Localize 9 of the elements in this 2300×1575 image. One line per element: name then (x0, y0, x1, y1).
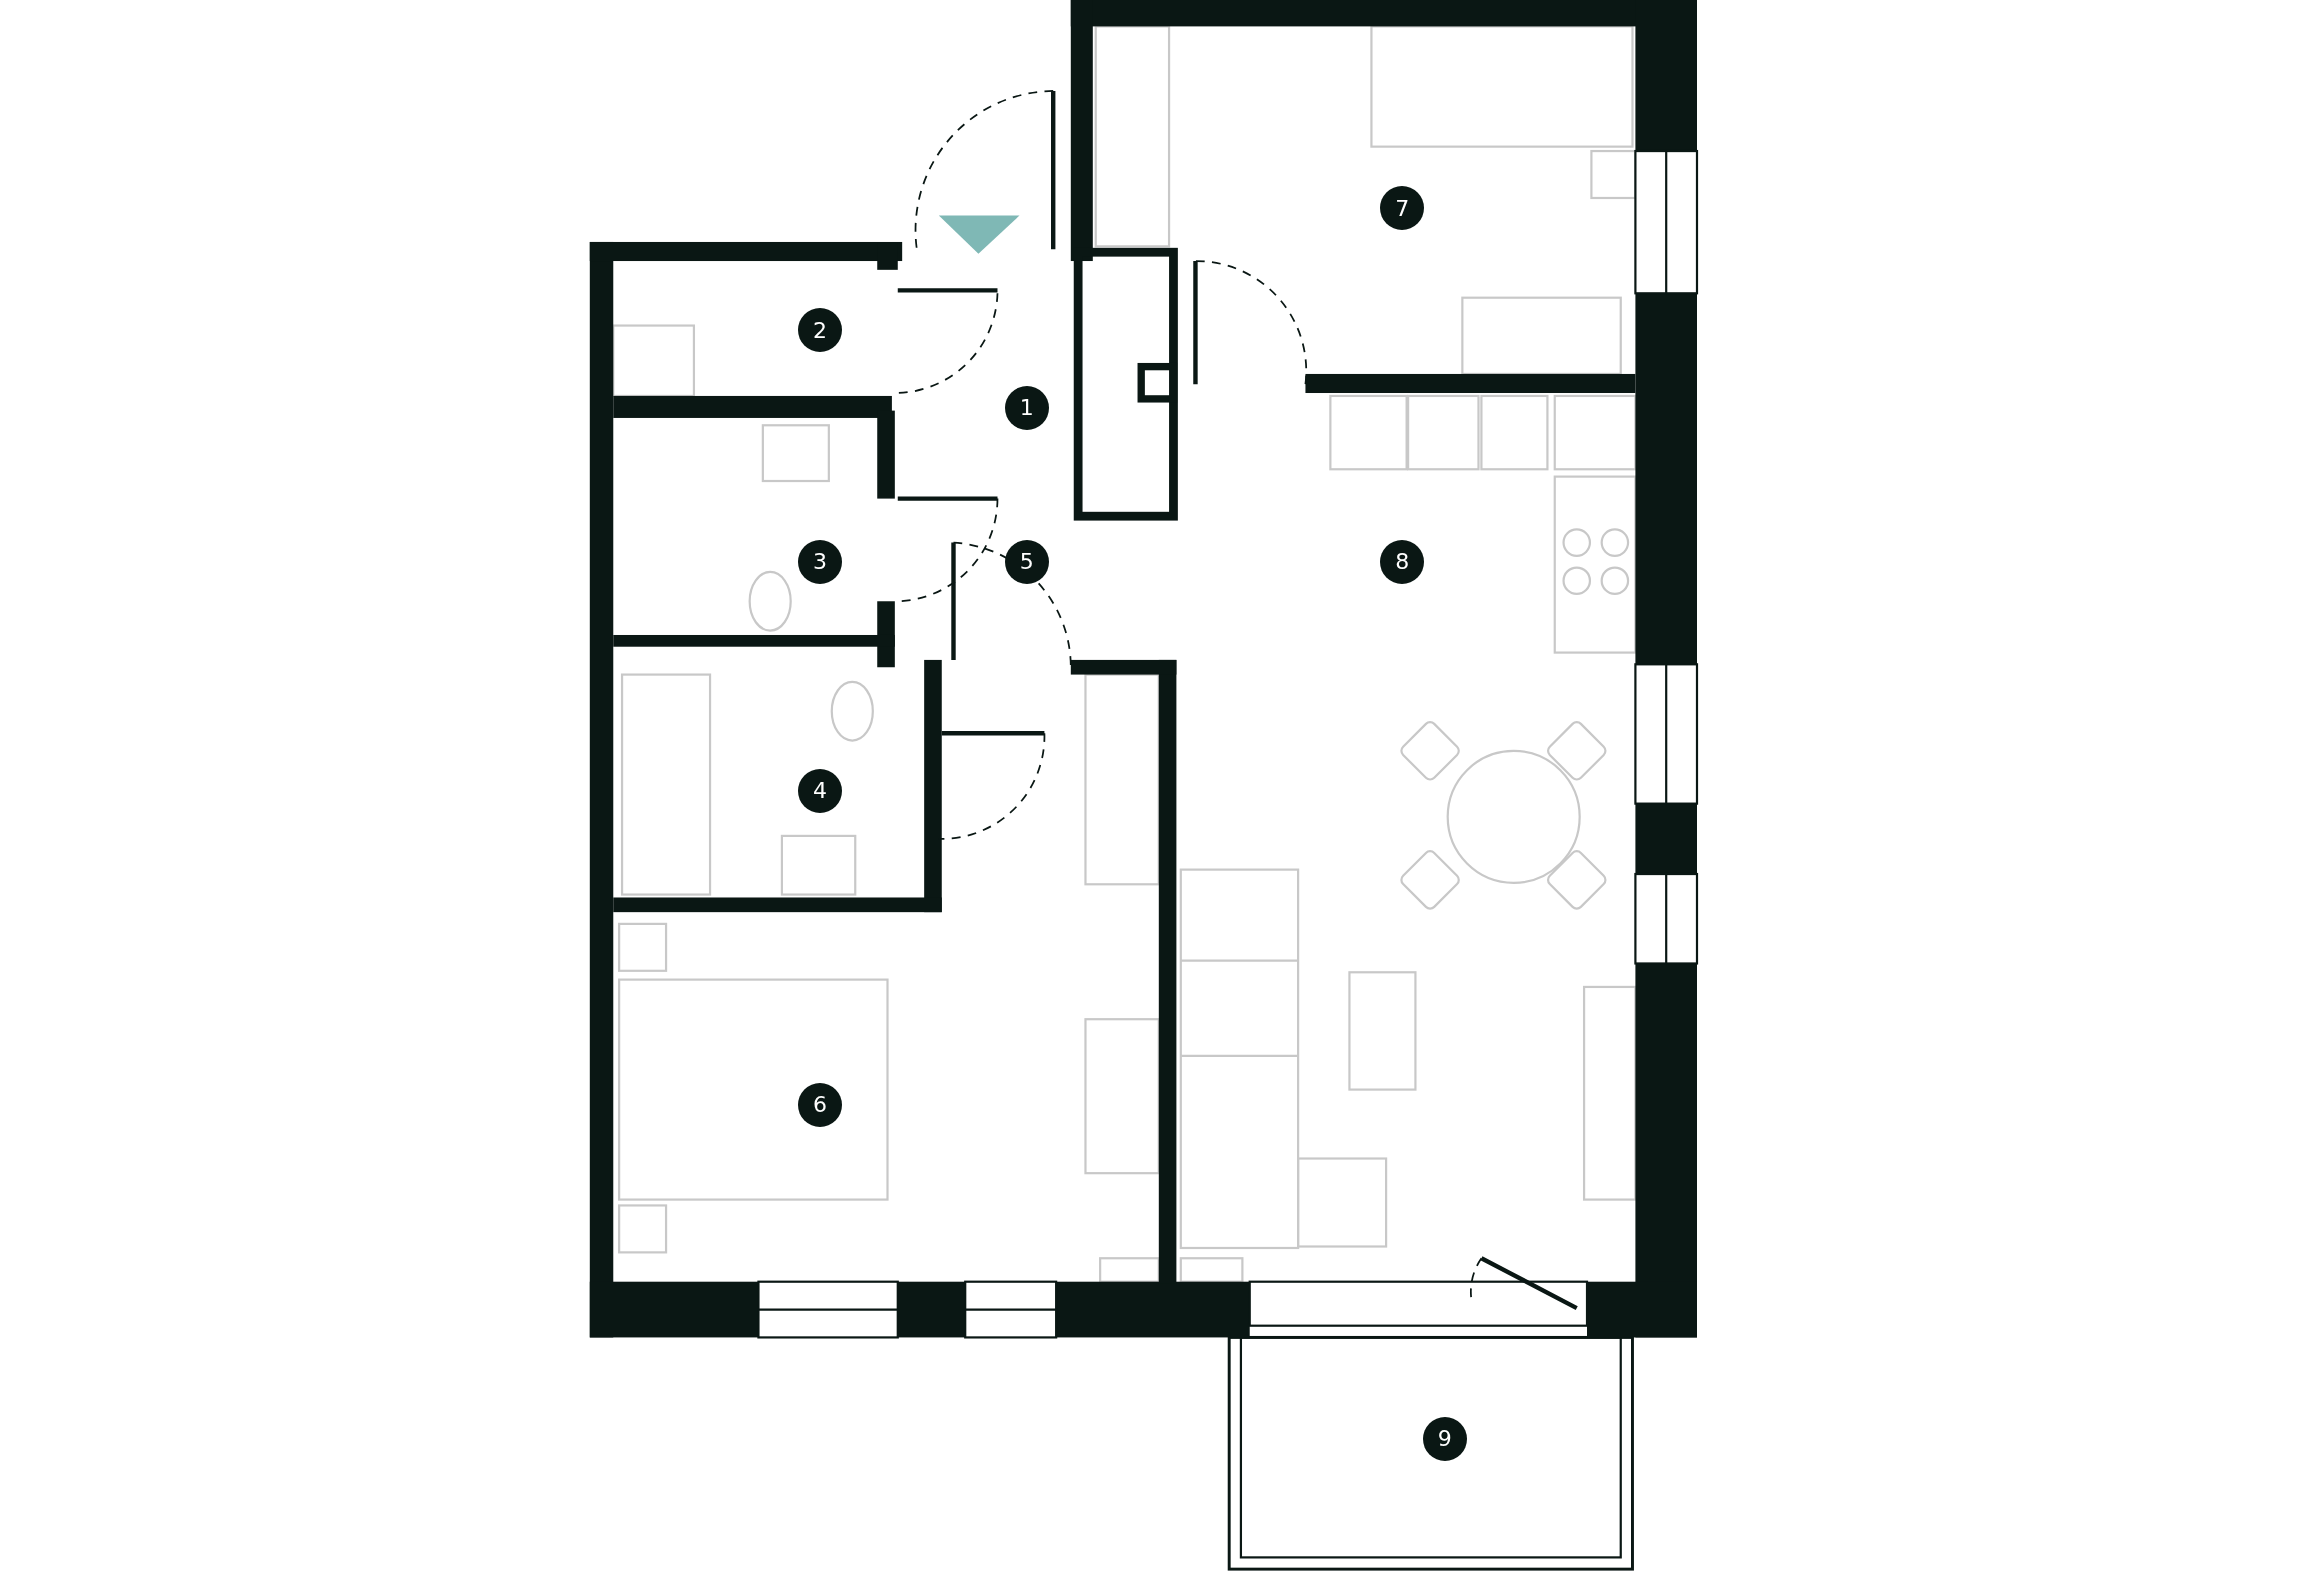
callout-number: 2 (797, 308, 842, 353)
callout-number: 8 (1380, 539, 1425, 584)
callout-number: 3 (797, 539, 842, 584)
callout-number: 7 (1380, 186, 1425, 231)
callout-number: 1 (1004, 385, 1049, 430)
callout-number: 6 (797, 1082, 842, 1127)
callout-number: 4 (797, 768, 842, 813)
callout-number: 9 (1422, 1416, 1467, 1461)
callout-number: 5 (1004, 539, 1049, 584)
